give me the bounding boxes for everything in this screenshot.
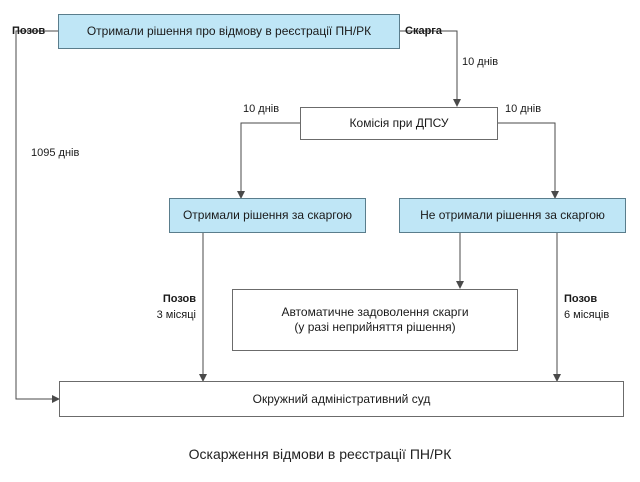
node-auto-line1: Автоматичне задоволення скарги (281, 305, 469, 319)
node-court-text: Окружний адміністративний суд (252, 391, 431, 406)
arrow-commission-to-no-decision (498, 122, 559, 199)
node-commission: Комісія при ДПСУ (300, 107, 498, 140)
label-lawsuit-top: Позов (12, 25, 46, 37)
label-3-months: 3 місяці (156, 309, 196, 321)
node-commission-text: Комісія при ДПСУ (349, 116, 449, 130)
node-court: Окружний адміністративний суд (59, 381, 624, 417)
arrow-refusal-to-commission (400, 30, 461, 107)
label-complaint: Скарга (405, 25, 442, 37)
label-lawsuit-left: Позов (162, 293, 196, 305)
node-got-decision-text: Отримали рішення за скаргою (182, 208, 353, 222)
node-got-decision: Отримали рішення за скаргою (169, 198, 366, 233)
arrow-commission-to-got-decision (237, 122, 300, 199)
label-6-months: 6 місяців (564, 309, 610, 321)
diagram-caption: Оскарження відмови в реєстрації ПН/РК (188, 446, 452, 462)
label-lawsuit-right: Позов (564, 293, 598, 305)
node-no-decision: Не отримали рішення за скаргою (399, 198, 626, 233)
label-10-days-top: 10 днів (462, 56, 499, 68)
node-auto-satisfaction: Автоматичне задоволення скарги (у разі н… (232, 289, 518, 351)
label-10-days-left: 10 днів (243, 103, 280, 115)
label-1095-days: 1095 днів (31, 147, 80, 159)
node-auto-line2: (у разі неприйняття рішення) (294, 320, 456, 334)
arrow-refusal-to-court (15, 30, 60, 403)
label-10-days-right: 10 днів (505, 103, 542, 115)
node-no-decision-text: Не отримали рішення за скаргою (420, 208, 605, 222)
node-refusal: Отримали рішення про відмову в реєстраці… (58, 14, 400, 49)
node-refusal-text: Отримали рішення про відмову в реєстраці… (86, 24, 372, 38)
